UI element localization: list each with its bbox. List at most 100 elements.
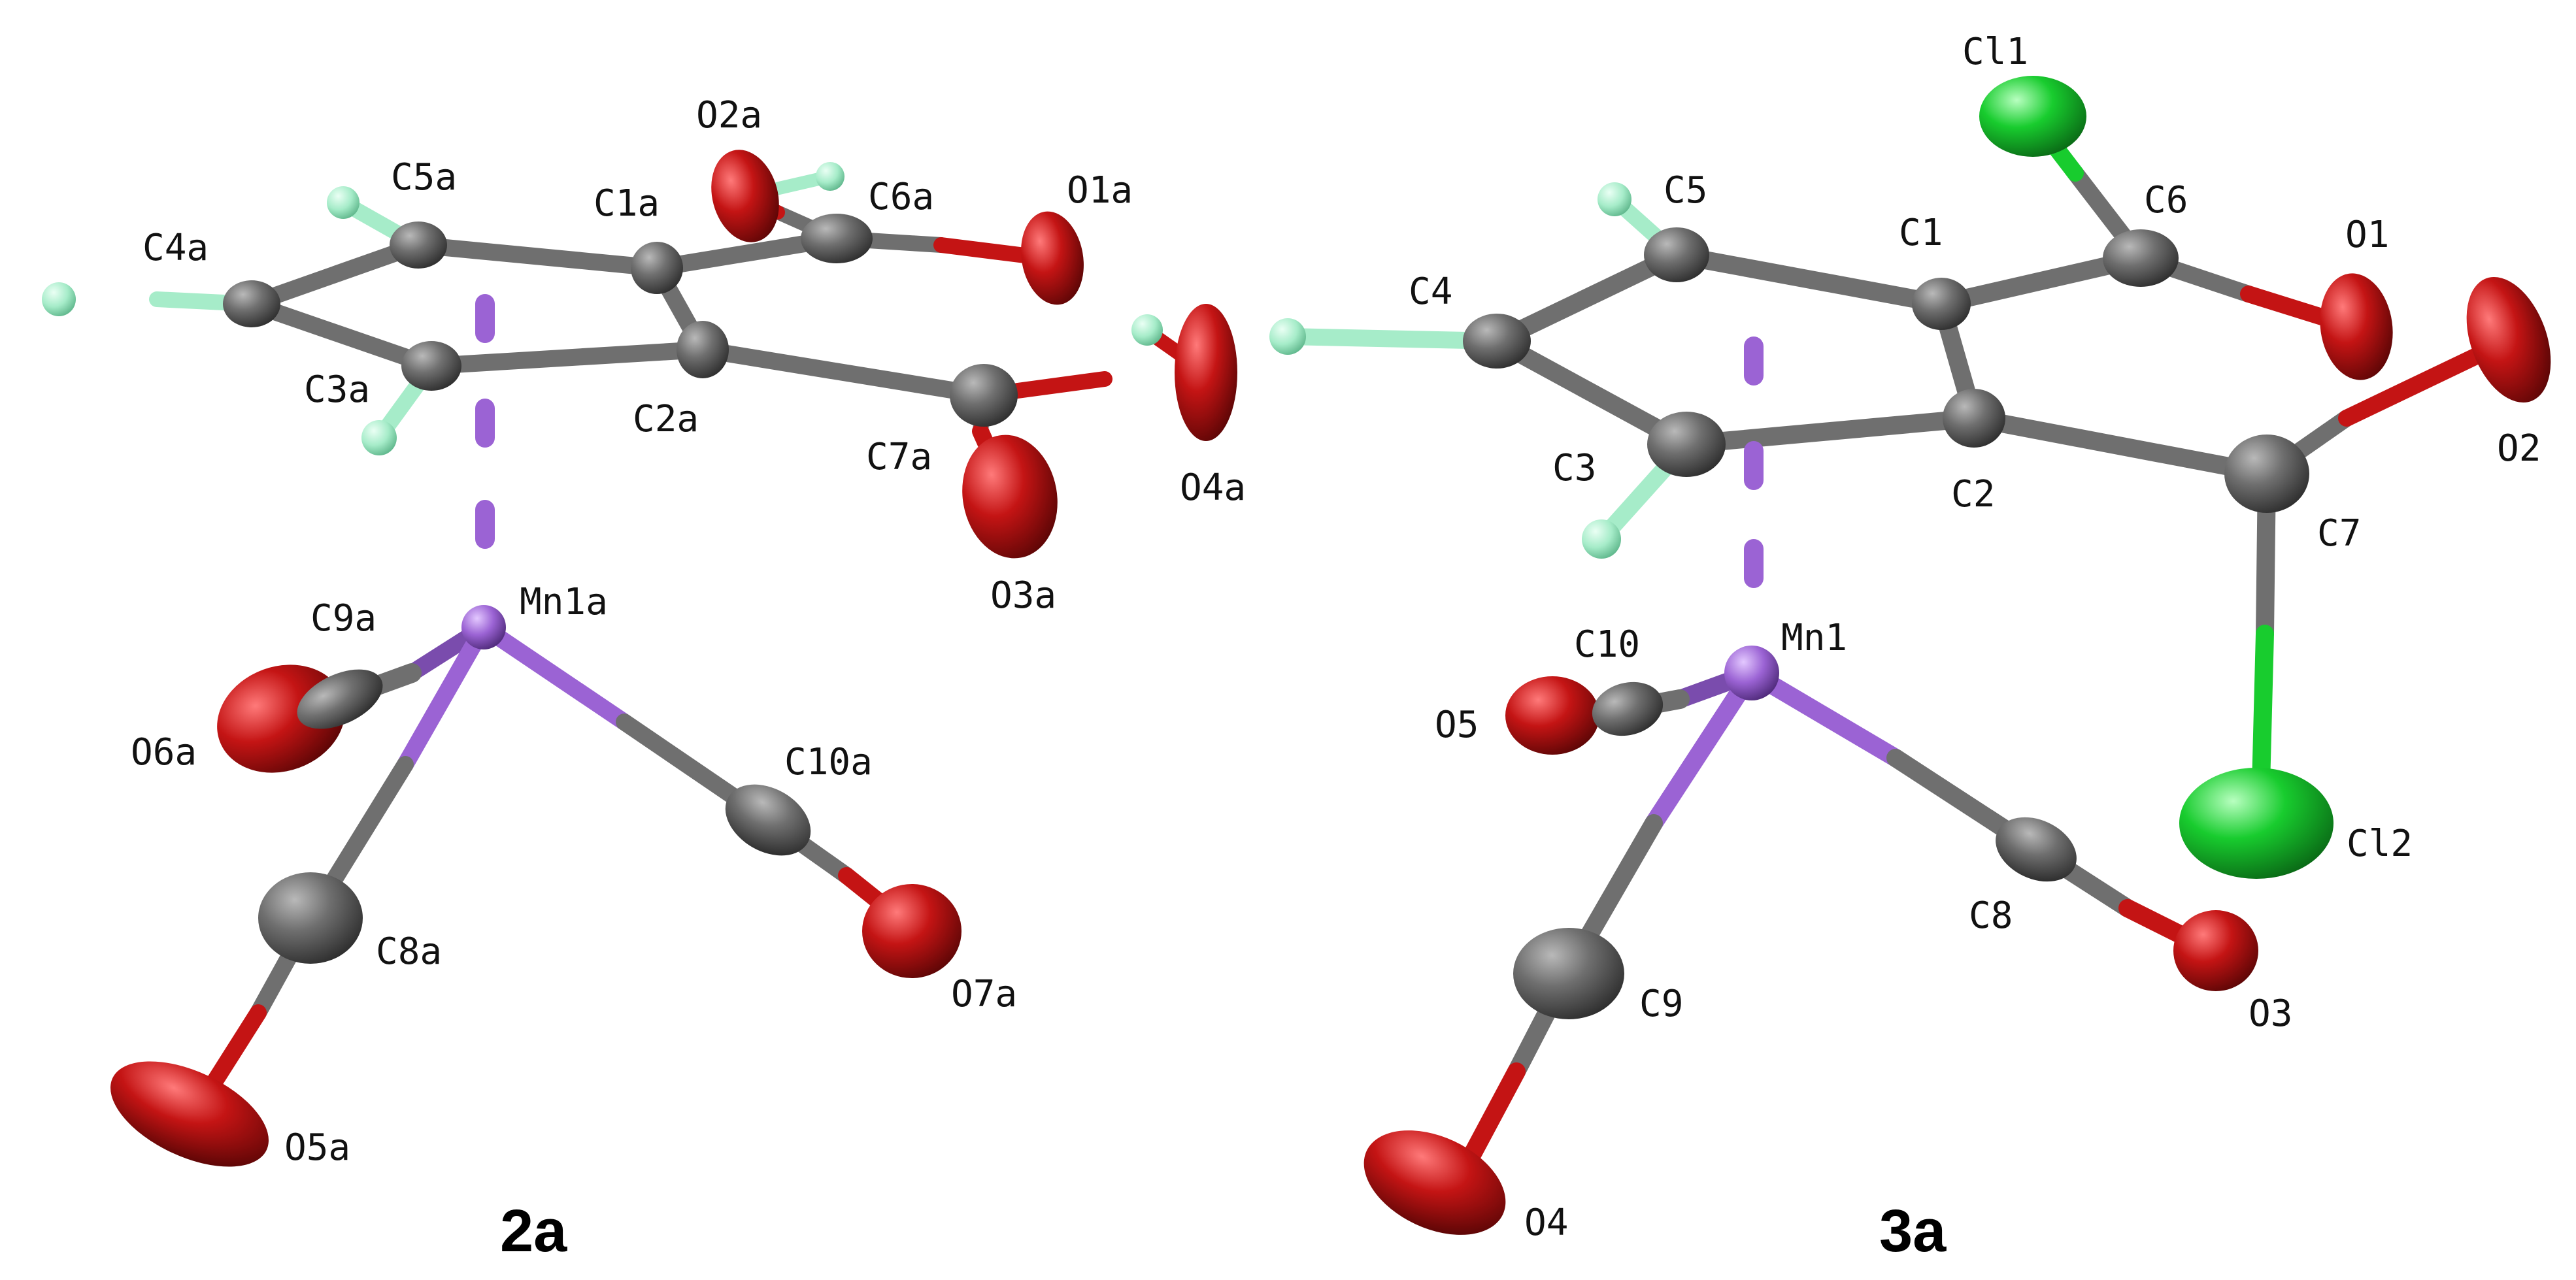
bond — [1488, 246, 1686, 350]
carbon-atom — [1513, 928, 1624, 1019]
atom-label: Cl2 — [2347, 823, 2413, 865]
oxygen-atom — [110, 1061, 269, 1167]
carbon-atom — [1943, 389, 2005, 448]
carbon-atom — [2103, 229, 2179, 287]
carbon-atom — [297, 669, 383, 729]
bond — [1677, 409, 1983, 453]
atom-label: C10 — [1574, 623, 1640, 666]
bond — [397, 619, 492, 773]
bond — [694, 341, 992, 404]
atom-label: C1a — [594, 182, 660, 225]
carbon-atom — [258, 872, 363, 964]
chlorine-atom — [1979, 76, 2086, 157]
carbon-atom — [1996, 817, 2077, 882]
bond — [1279, 328, 1505, 350]
atoms-3a — [1269, 76, 2551, 1235]
structure-2a: C4a C5a C3a C1a C2a O2a C6a O1a C7a O4a … — [42, 94, 1246, 1264]
bonds-3a — [1279, 109, 2512, 1179]
atom-label: C8 — [1969, 894, 2013, 937]
bond — [423, 341, 711, 374]
hydrogen-atom — [42, 282, 76, 316]
hydrogen-atom — [1582, 519, 1621, 559]
labels-2a: C4a C5a C3a C1a C2a O2a C6a O1a C7a O4a … — [131, 94, 1246, 1169]
atom-label: C1 — [1899, 212, 1943, 254]
carbon-atom — [401, 341, 461, 391]
atom-label: C4a — [142, 227, 209, 269]
atom-label: C8a — [376, 930, 442, 973]
bond — [1965, 409, 2276, 483]
atom-label: C6 — [2144, 179, 2188, 222]
carbon-atom — [1912, 278, 1971, 330]
carbon-atom — [1644, 227, 1709, 282]
atom-label: C2 — [1951, 473, 1995, 516]
carbon-atom — [390, 222, 447, 269]
oxygen-atom — [962, 435, 1058, 559]
carbon-atom — [2224, 435, 2309, 513]
atom-label: Mn1 — [1781, 617, 1847, 659]
bond — [1645, 664, 1761, 832]
carbon-atom — [1592, 681, 1664, 736]
atom-label: O6a — [131, 731, 197, 774]
carbon-atom — [950, 364, 1018, 427]
atom-label: O3a — [990, 574, 1056, 617]
atom-label: O2 — [2497, 427, 2541, 470]
atom-label: C2a — [633, 398, 699, 440]
manganese-atom — [461, 605, 506, 649]
carbon-atom — [223, 280, 280, 327]
carbon-atom — [801, 214, 873, 263]
atom-label: Cl1 — [1962, 31, 2028, 73]
structure-caption: 3a — [1879, 1198, 1947, 1264]
hydrogen-atom — [361, 420, 397, 455]
bond — [410, 237, 665, 276]
hydrogen-atom — [327, 186, 360, 219]
atom-label: C7 — [2317, 512, 2361, 555]
atom-label: C5 — [1664, 169, 1707, 212]
oxygen-atom — [1363, 1130, 1506, 1235]
bond — [243, 237, 427, 312]
atom-label: O4a — [1180, 467, 1246, 509]
bond — [243, 295, 440, 374]
carbon-atom — [677, 321, 729, 378]
chlorine-atom — [2179, 768, 2333, 879]
bond — [1667, 246, 1950, 313]
atoms-2a — [42, 150, 1237, 1167]
atom-label: O4 — [1524, 1202, 1568, 1244]
hydrogen-atom — [1269, 318, 1306, 355]
hydrogen-atom — [1131, 314, 1163, 346]
bond — [475, 619, 633, 730]
structure-3a: Cl1 C5 C4 C3 C1 C2 C6 O1 O2 C7 C10 Mn1 O… — [1269, 31, 2551, 1264]
atom-label: O5 — [1435, 704, 1479, 746]
oxygen-atom — [2173, 910, 2258, 991]
atom-label: C10a — [784, 741, 873, 783]
atom-label: O3 — [2249, 993, 2292, 1035]
labels-3a: Cl1 C5 C4 C3 C1 C2 C6 O1 O2 C7 C10 Mn1 O… — [1409, 31, 2541, 1244]
atom-label: C6a — [868, 176, 934, 218]
oxygen-atom — [1021, 211, 1084, 305]
oxygen-atom — [862, 884, 962, 978]
atom-label: C3 — [1552, 447, 1596, 489]
atom-label: O1 — [2345, 214, 2389, 256]
atom-label: C4 — [1409, 271, 1452, 313]
oxygen-atom — [2320, 273, 2393, 380]
oxygen-atom — [2466, 276, 2551, 403]
carbon-atom — [1647, 412, 1726, 477]
oxygen-atom — [1505, 676, 1599, 755]
hydrogen-atom — [1597, 182, 1631, 216]
atom-label: O1a — [1067, 169, 1133, 212]
carbon-atom — [1463, 314, 1531, 369]
hydrogen-atom — [816, 162, 845, 191]
atom-label: Mn1a — [520, 581, 608, 623]
atom-label: C9a — [310, 597, 376, 640]
atom-label: C5a — [391, 156, 457, 199]
atom-label: O5a — [284, 1126, 350, 1169]
manganese-atom — [1724, 646, 1779, 700]
atom-label: O7a — [951, 973, 1017, 1015]
atom-label: C9 — [1639, 983, 1683, 1025]
atom-label: C3a — [304, 369, 370, 411]
oxygen-atom — [1175, 304, 1237, 441]
carbon-atom — [631, 242, 683, 294]
bonds-2a — [149, 170, 1213, 1119]
atom-label: O2a — [696, 94, 762, 137]
bond — [1743, 664, 1905, 767]
oxygen-atom — [711, 150, 779, 242]
